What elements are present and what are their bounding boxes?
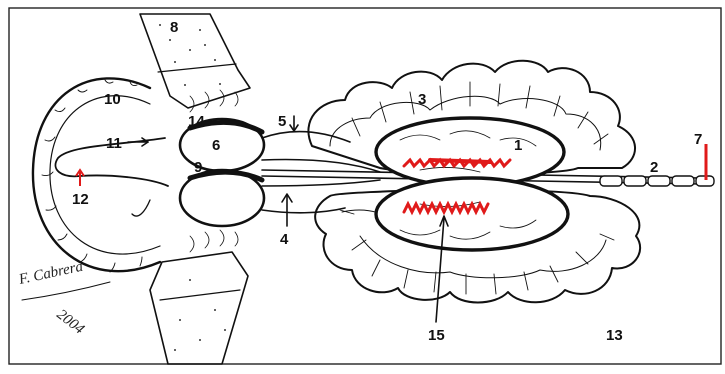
label-4: 4: [280, 231, 289, 248]
label-8: 8: [170, 19, 178, 36]
label-10: 10: [104, 91, 121, 108]
label-3: 3: [418, 91, 426, 108]
inner-lobe-lower: [376, 178, 568, 250]
label-1: 1: [514, 137, 522, 154]
label-9: 9: [194, 159, 202, 176]
label-15: 15: [428, 327, 445, 344]
label-14: 14: [188, 113, 205, 130]
inner-lobe-upper: [376, 118, 564, 186]
label-12: 12: [72, 191, 89, 208]
label-11: 11: [106, 135, 122, 152]
segment-chain: [600, 176, 714, 186]
label-2: 2: [650, 159, 658, 176]
label-5: 5: [278, 113, 286, 130]
label-7: 7: [694, 131, 702, 148]
label-13: 13: [606, 327, 623, 344]
label-6: 6: [212, 137, 220, 154]
